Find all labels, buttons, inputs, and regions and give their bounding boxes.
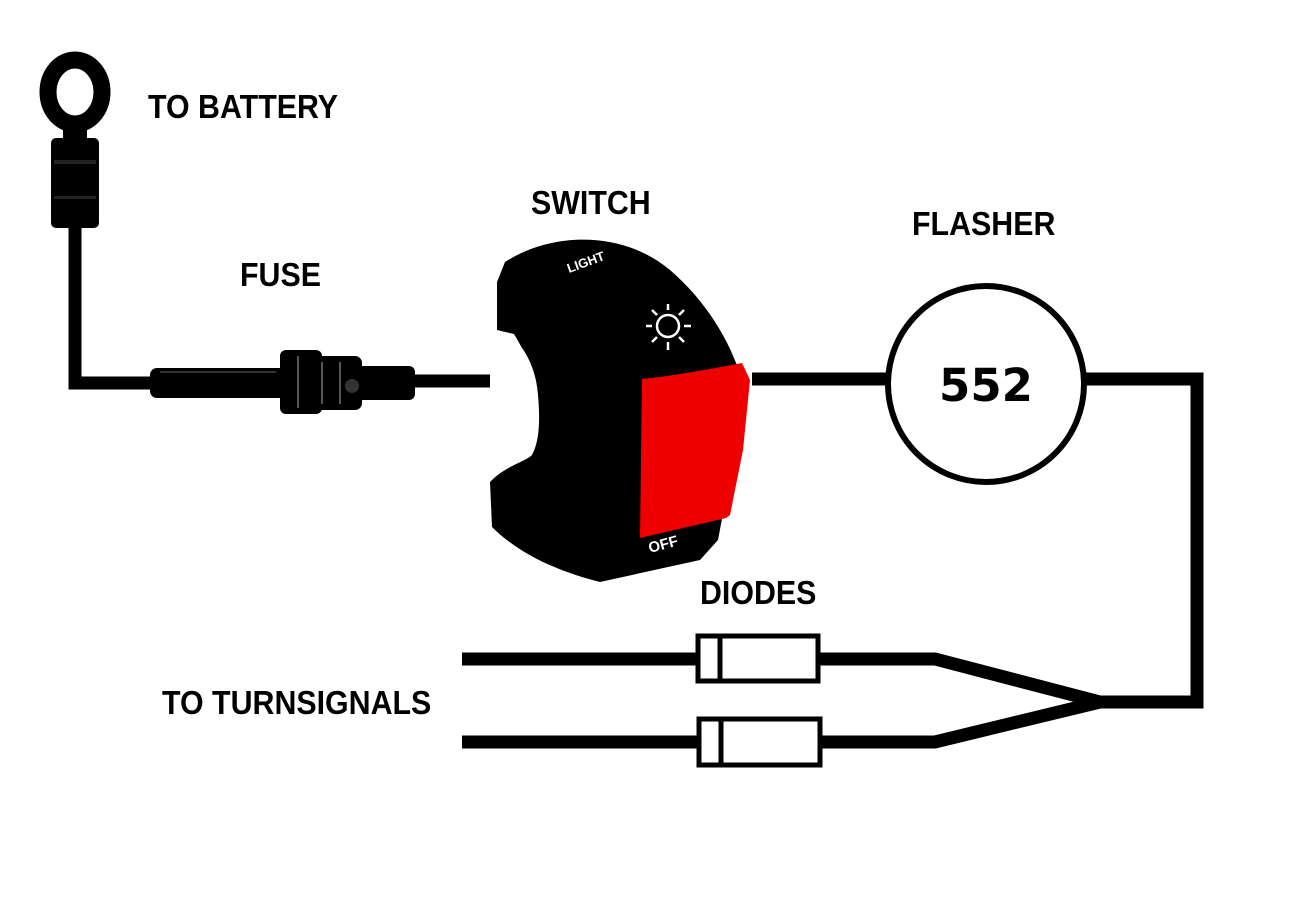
label-diodes: DIODES <box>700 574 817 611</box>
flasher-relay-icon: 552 <box>885 283 1087 485</box>
flasher-number: 552 <box>939 359 1033 412</box>
switch-rocker <box>640 363 750 538</box>
upper-diode-wire <box>820 652 1102 709</box>
battery-wire <box>68 228 152 390</box>
label-flasher: FLASHER <box>912 205 1056 242</box>
wires <box>68 228 1204 749</box>
headlight-icon <box>646 304 691 350</box>
handlebar-hole <box>500 333 538 443</box>
handlebar-switch-icon: LIGHT OFF <box>490 239 750 583</box>
flasher-output-wire <box>1084 372 1204 709</box>
lower-diode-wire <box>822 695 1102 749</box>
label-to-turnsignals: TO TURNSIGNALS <box>162 684 432 721</box>
label-to-battery: TO BATTERY <box>148 88 339 125</box>
diode-lower <box>696 716 823 768</box>
label-fuse: FUSE <box>240 256 321 293</box>
diode-upper <box>695 633 821 684</box>
label-switch: SWITCH <box>531 184 651 221</box>
ring-terminal-icon <box>39 51 111 228</box>
diode-icon <box>695 633 823 768</box>
inline-fuse-icon <box>150 350 415 414</box>
